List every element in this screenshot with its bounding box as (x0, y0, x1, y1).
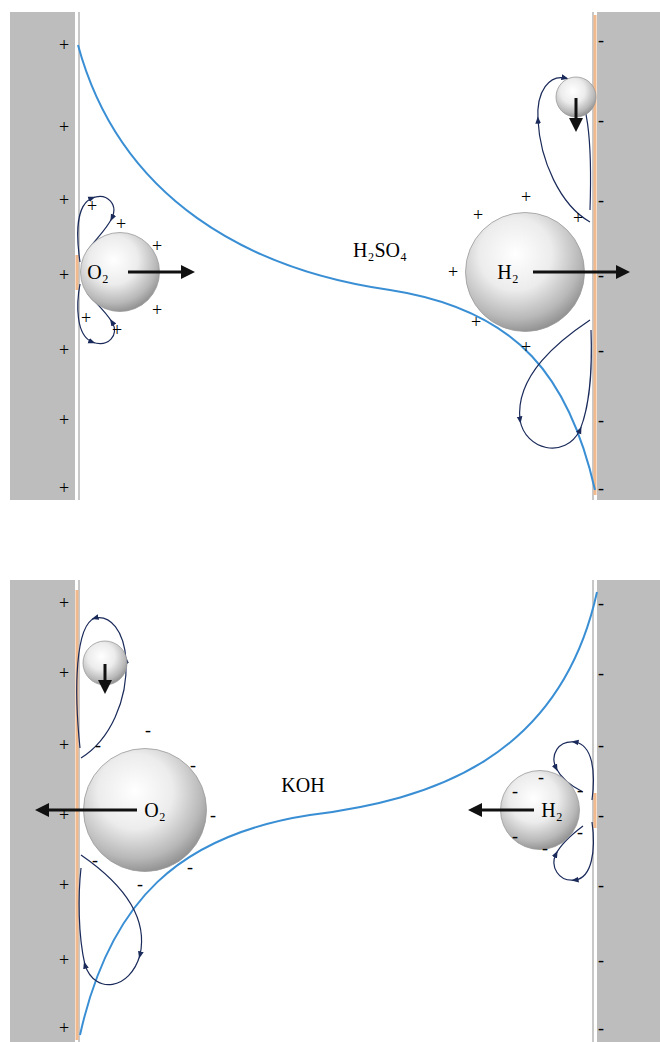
charge-sign: + (152, 301, 162, 319)
arrowhead (468, 803, 482, 817)
charge-sign: - (190, 756, 196, 774)
small-bubble (83, 641, 127, 685)
flow-loop (79, 855, 141, 985)
flow-loop (77, 618, 126, 758)
charge-sign: + (59, 951, 69, 969)
charge-sign: + (87, 197, 97, 215)
charge-sign: - (145, 721, 151, 739)
arrowhead (181, 265, 195, 279)
charge-sign: + (59, 736, 69, 754)
charge-sign: - (598, 594, 604, 612)
charge-sign: - (538, 768, 544, 786)
charge-sign: - (542, 839, 548, 857)
arrowhead (98, 680, 112, 694)
charge-sign: + (59, 266, 69, 284)
charge-sign: - (187, 858, 193, 876)
charge-sign: + (59, 36, 69, 54)
charge-sign: + (521, 188, 531, 206)
charge-sign: + (116, 215, 126, 233)
charge-sign: - (92, 851, 98, 869)
charge-sign: + (59, 191, 69, 209)
arrowhead (569, 118, 583, 132)
gas-label: O₂ (87, 262, 108, 282)
cathode-plate (597, 580, 660, 1042)
electrolyte-label: H₂SO₄ (353, 240, 407, 260)
charge-sign: - (598, 341, 604, 359)
charge-sign: - (598, 664, 604, 682)
charge-sign: - (598, 31, 604, 49)
potential-curve (80, 592, 597, 1035)
charge-sign: + (59, 479, 69, 497)
charge-sign: + (81, 309, 91, 327)
charge-sign: + (59, 876, 69, 894)
charge-sign: + (59, 1019, 69, 1037)
cathode-plate (597, 12, 660, 500)
charge-sign: + (59, 664, 69, 682)
charge-sign: - (598, 1019, 604, 1037)
gas-label: H₂ (497, 262, 518, 282)
flow-loop (520, 320, 592, 448)
reaction-layer (594, 793, 597, 828)
charge-sign: - (598, 736, 604, 754)
gas-label: O₂ (144, 800, 165, 820)
potential-curve (78, 45, 595, 490)
arrowhead (35, 803, 49, 817)
anode-plate (10, 12, 75, 500)
charge-sign: + (152, 237, 162, 255)
charge-sign: - (512, 782, 518, 800)
charge-sign: - (512, 827, 518, 845)
charge-sign: - (577, 781, 583, 799)
gas-bubble: O₂ (80, 232, 160, 312)
charge-sign: + (59, 118, 69, 136)
reaction-layer (76, 255, 79, 290)
anode-plate (10, 580, 75, 1042)
charge-sign: - (598, 806, 604, 824)
charge-sign: - (598, 191, 604, 209)
electrolyte-label: KOH (281, 775, 324, 795)
charge-sign: - (598, 951, 604, 969)
charge-sign: + (473, 206, 483, 224)
charge-sign: + (573, 209, 583, 227)
electrode-surface (592, 580, 594, 1042)
bubble-shape (465, 212, 585, 332)
charge-sign: - (577, 823, 583, 841)
charge-sign: - (598, 479, 604, 497)
gas-bubble: O₂ (83, 748, 207, 872)
motion-arrow (533, 271, 618, 274)
charge-sign: - (95, 736, 101, 754)
gas-label: H₂ (541, 800, 562, 820)
arrowhead (616, 265, 630, 279)
charge-sign: + (59, 806, 69, 824)
charge-sign: - (598, 111, 604, 129)
motion-arrow (480, 809, 534, 812)
motion-arrow (104, 664, 107, 682)
charge-sign: + (471, 313, 481, 331)
charge-sign: - (137, 875, 143, 893)
motion-arrow (128, 271, 183, 274)
charge-sign: + (59, 341, 69, 359)
charge-sign: - (598, 411, 604, 429)
charge-sign: - (210, 806, 216, 824)
motion-arrow (575, 98, 578, 120)
charge-sign: - (598, 266, 604, 284)
charge-sign: + (59, 594, 69, 612)
charge-sign: + (521, 338, 531, 356)
charge-sign: + (59, 411, 69, 429)
charge-sign: + (112, 321, 122, 339)
charge-sign: - (598, 876, 604, 894)
reaction-layer (594, 15, 597, 495)
charge-sign: + (448, 263, 458, 281)
gas-bubble: H₂ (465, 212, 585, 332)
